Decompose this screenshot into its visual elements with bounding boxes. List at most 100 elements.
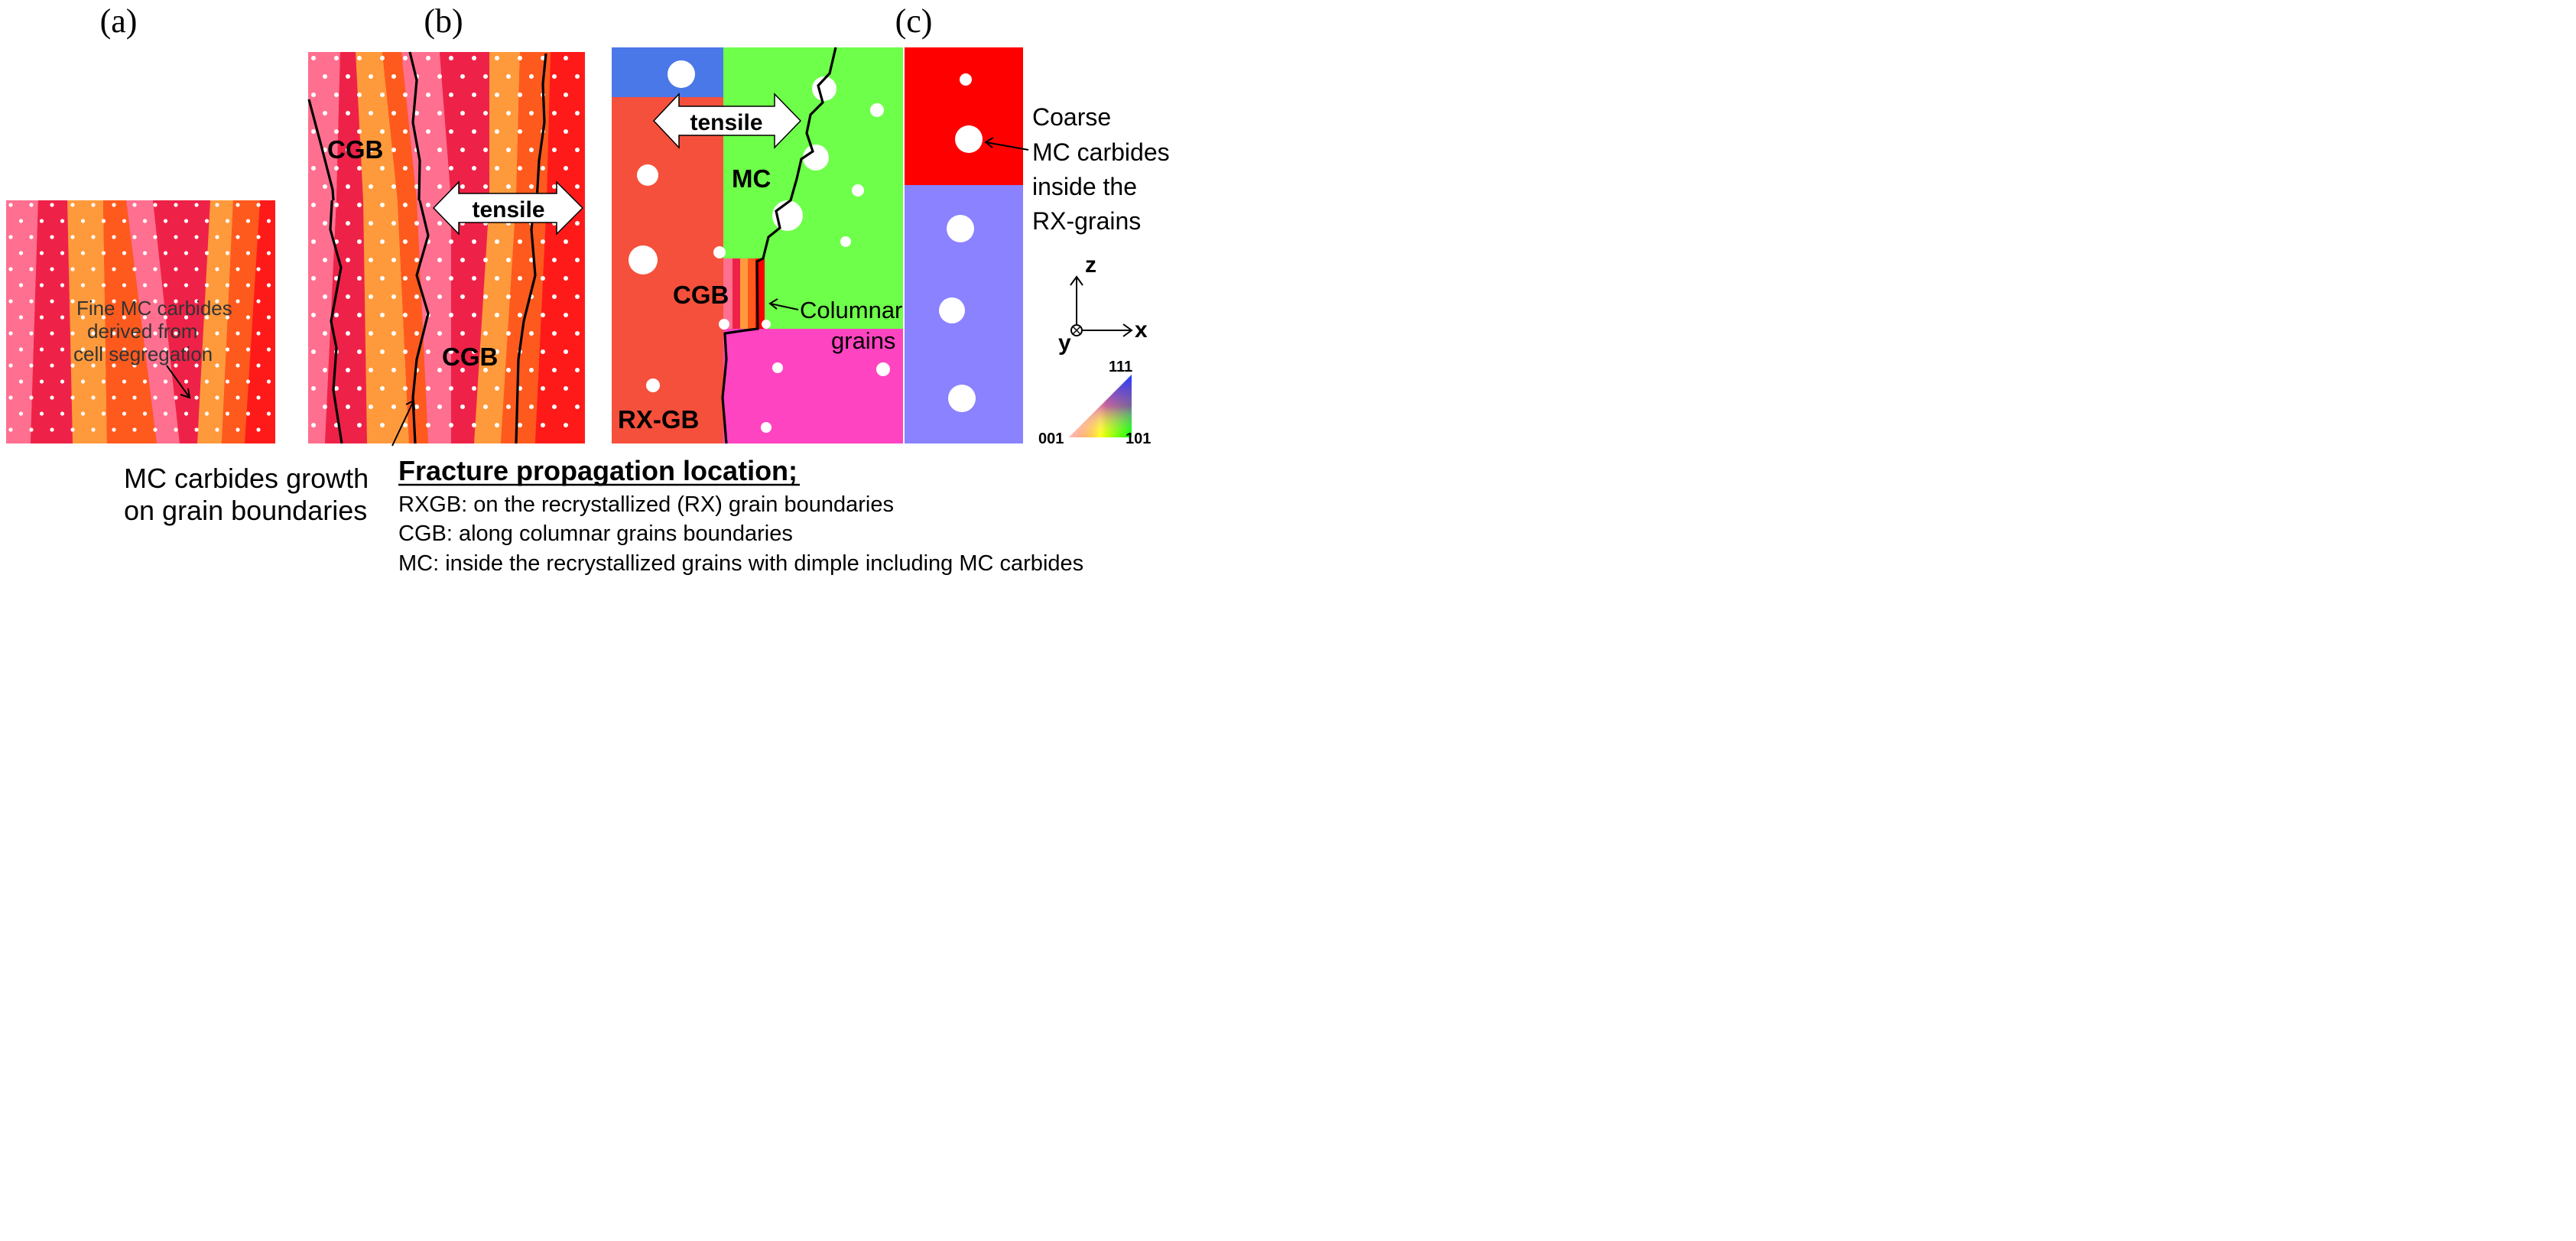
carbide-dot bbox=[449, 313, 453, 317]
carbide-dot bbox=[483, 148, 488, 152]
carbide-dot bbox=[8, 299, 13, 304]
carbide-dot bbox=[552, 148, 557, 152]
carbide-dot bbox=[29, 267, 34, 271]
carbide-dot bbox=[163, 411, 168, 416]
carbide-dot bbox=[426, 129, 430, 134]
carbide-dot bbox=[403, 276, 408, 281]
carbide-dot bbox=[184, 251, 189, 255]
carbide-dot bbox=[552, 74, 557, 79]
carbide-dot bbox=[256, 363, 261, 368]
carbide-dot bbox=[529, 258, 534, 262]
carbide-dot bbox=[174, 363, 178, 368]
carbide-dot bbox=[391, 74, 396, 79]
carbide-dot bbox=[483, 368, 488, 372]
carbide-dot bbox=[39, 219, 44, 223]
carbide-dot bbox=[323, 111, 327, 115]
carbide-dot bbox=[564, 386, 568, 391]
carbide-dot bbox=[256, 299, 261, 304]
carbide-dot bbox=[541, 313, 545, 317]
carbide-dot bbox=[8, 235, 13, 239]
carbide-dot bbox=[194, 203, 199, 207]
rxgb-label: RX-GB bbox=[618, 405, 699, 434]
carbide-dot bbox=[426, 166, 430, 171]
carbide-dot bbox=[101, 315, 106, 320]
carbide-dot bbox=[357, 129, 362, 134]
carbide-dot bbox=[112, 363, 116, 368]
carbide-dot bbox=[541, 166, 545, 171]
carbide-dot bbox=[437, 331, 442, 336]
carbide-dot bbox=[122, 347, 127, 352]
fine-carbide-dots bbox=[8, 203, 271, 432]
carbide-dot bbox=[174, 331, 178, 336]
carbide-dot bbox=[346, 74, 350, 79]
carbide-dot bbox=[564, 423, 568, 427]
carbide-dot bbox=[529, 404, 534, 409]
carbide-dot bbox=[460, 258, 465, 262]
carbide-dot bbox=[414, 184, 419, 189]
rx-grain bbox=[612, 47, 723, 97]
carbide-dot bbox=[357, 203, 362, 207]
carbide-dot bbox=[323, 404, 327, 409]
carbide-dot bbox=[391, 258, 396, 262]
carbide-dot bbox=[236, 203, 240, 207]
carbide-dot bbox=[236, 267, 240, 271]
carbide-dot bbox=[215, 267, 219, 271]
carbide-dot bbox=[236, 299, 240, 304]
carbide-dot bbox=[414, 331, 419, 336]
carbide-dot bbox=[215, 235, 219, 239]
carbide-dot bbox=[142, 347, 148, 352]
carbide-dot bbox=[564, 129, 568, 134]
carbide-dot bbox=[391, 221, 396, 226]
coarse-arrowhead bbox=[984, 137, 994, 148]
carbide-dot bbox=[60, 219, 65, 223]
carbide-dot bbox=[80, 219, 86, 223]
carbide-dot bbox=[204, 347, 210, 352]
carbide-dot bbox=[369, 221, 373, 226]
carbide-dot bbox=[50, 331, 54, 336]
carbide-dot bbox=[256, 235, 261, 239]
carbide-dot bbox=[483, 74, 488, 79]
carbide-dot bbox=[357, 93, 362, 97]
carbide-dot bbox=[460, 404, 465, 409]
carbide-dot bbox=[369, 184, 373, 189]
carbide-dot bbox=[39, 379, 44, 384]
carbide-dot bbox=[256, 331, 261, 336]
carbide-dot bbox=[357, 276, 362, 281]
coarse-arrow bbox=[985, 141, 1029, 151]
carbide-dot bbox=[346, 258, 350, 262]
carbide-dot bbox=[506, 148, 511, 152]
carbide-dot bbox=[215, 363, 219, 368]
carbide-dot bbox=[236, 427, 240, 432]
carbide-dot bbox=[91, 203, 96, 207]
carbide-dot bbox=[163, 379, 168, 384]
carbide-dot bbox=[518, 423, 522, 427]
carbide-dot bbox=[346, 221, 350, 226]
mc-growth-arrow bbox=[391, 400, 414, 447]
carbide-dot bbox=[506, 258, 511, 262]
carbide-dot bbox=[18, 379, 24, 384]
carbide-dot bbox=[18, 315, 24, 320]
carbide-dot bbox=[80, 411, 86, 416]
carbide-dot bbox=[122, 283, 127, 288]
carbide-dot bbox=[437, 148, 442, 152]
carbide-dot bbox=[174, 299, 178, 304]
tensile-label: tensile bbox=[472, 197, 544, 223]
grain-band bbox=[363, 200, 409, 443]
carbide-dot bbox=[357, 313, 362, 317]
carbide-dot bbox=[575, 294, 580, 299]
carbide-dot bbox=[564, 276, 568, 281]
carbide-dot bbox=[403, 93, 408, 97]
carbide-dot bbox=[403, 349, 408, 354]
carbide-dot bbox=[163, 347, 168, 352]
carbide-dot bbox=[215, 203, 219, 207]
carbide-dot bbox=[153, 331, 158, 336]
carbide-dot bbox=[39, 251, 44, 255]
carbide-dot bbox=[552, 404, 557, 409]
carbide-dot bbox=[101, 347, 106, 352]
carbide-dot bbox=[391, 294, 396, 299]
carbide-dot bbox=[391, 331, 396, 336]
carbide-dot bbox=[29, 395, 34, 400]
carbide-dot bbox=[236, 331, 240, 336]
carbide-dot bbox=[472, 129, 476, 134]
carbide-dot bbox=[369, 331, 373, 336]
